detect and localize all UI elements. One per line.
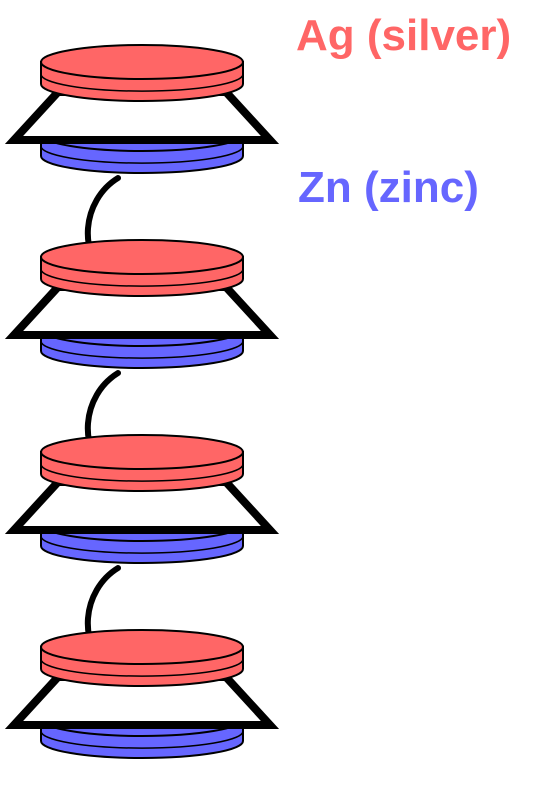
zinc-disc-rim: [40, 730, 244, 749]
silver-label: Ag (silver): [296, 11, 512, 60]
silver-disc-rim: [40, 463, 244, 482]
zinc-label: Zn (zinc): [298, 163, 479, 212]
cell-1: [4, 44, 280, 174]
silver-disc-rim: [40, 658, 244, 677]
zinc-disc-rim: [40, 340, 244, 359]
silver-disc-top: [40, 434, 244, 470]
silver-disc-top: [40, 44, 244, 80]
cell-2: [4, 239, 280, 369]
silver-disc-rim: [40, 73, 244, 92]
zinc-disc-rim: [40, 535, 244, 554]
silver-disc: [40, 629, 244, 687]
silver-disc: [40, 434, 244, 492]
silver-disc-top: [40, 239, 244, 275]
silver-disc-top: [40, 629, 244, 665]
cell-4: [4, 629, 280, 759]
cell-3: [4, 434, 280, 564]
silver-disc-rim: [40, 268, 244, 287]
zinc-disc-rim: [40, 145, 244, 164]
silver-disc: [40, 44, 244, 102]
silver-disc: [40, 239, 244, 297]
